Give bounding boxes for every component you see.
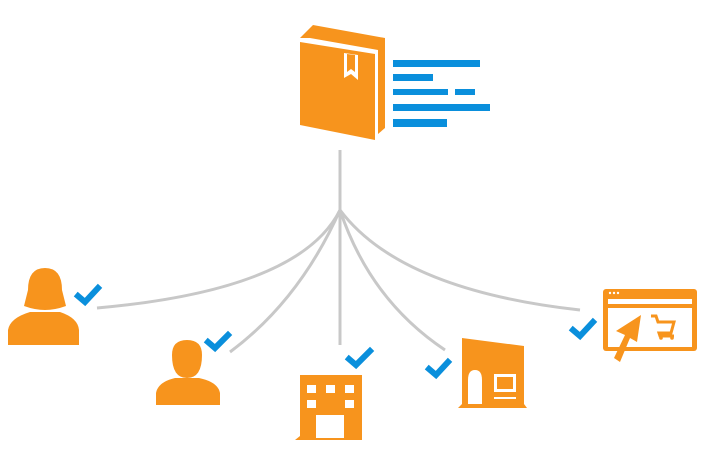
connector-woman	[96, 209, 342, 310]
office-building-icon	[295, 375, 362, 440]
check-icon	[344, 346, 375, 370]
connector-man	[229, 209, 342, 354]
check-icon	[424, 357, 453, 380]
connector-shop	[338, 209, 446, 352]
man-icon	[156, 340, 220, 405]
connector-web	[338, 209, 581, 312]
connectors	[96, 150, 581, 354]
check-icon	[203, 330, 233, 353]
storefront-icon	[458, 338, 527, 408]
text-lines	[393, 60, 490, 127]
check-icons	[73, 283, 598, 380]
woman-icon	[8, 268, 79, 345]
check-icon	[568, 317, 598, 341]
book-icon	[300, 25, 385, 140]
cursor-icon	[614, 315, 641, 362]
online-shop-browser-icon	[603, 289, 697, 362]
cart-icon	[651, 314, 676, 338]
check-icon	[73, 283, 103, 307]
